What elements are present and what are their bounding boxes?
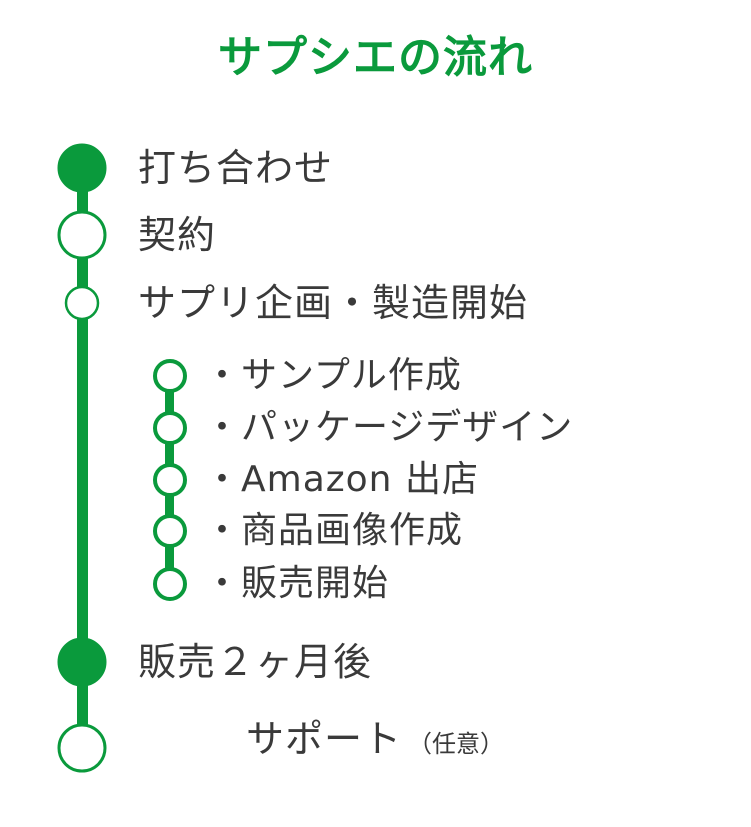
- step-marker-contract: [57, 210, 107, 260]
- support-optional-note: （任意）: [408, 730, 505, 758]
- step-marker-support: [57, 723, 107, 773]
- step-label-support: サポート（任意）: [246, 714, 504, 772]
- substep-label-images: ・商品画像作成: [204, 510, 464, 551]
- step-marker-meeting: [57, 143, 107, 193]
- step-label-two-months: 販売２ヶ月後: [138, 640, 373, 684]
- substep-label-launch: ・販売開始: [204, 563, 390, 604]
- main-timeline-line: [77, 168, 88, 748]
- support-label: サポート: [246, 717, 403, 761]
- substep-marker-launch: [153, 567, 187, 601]
- page-title: サプシエの流れ: [218, 32, 533, 83]
- step-label-planning: サプリ企画・製造開始: [138, 281, 529, 325]
- step-label-contract: 契約: [138, 213, 217, 257]
- substep-label-sample: ・サンプル作成: [204, 355, 462, 396]
- substep-marker-amazon: [153, 463, 187, 497]
- step-label-meeting: 打ち合わせ: [138, 146, 334, 190]
- substep-marker-package: [153, 411, 187, 445]
- substep-label-amazon: ・Amazon 出店: [204, 459, 479, 500]
- substep-label-package: ・パッケージデザイン: [204, 407, 574, 448]
- substep-marker-sample: [153, 359, 187, 393]
- substep-marker-images: [153, 514, 187, 548]
- step-marker-planning: [64, 285, 100, 321]
- step-marker-two-months: [57, 637, 107, 687]
